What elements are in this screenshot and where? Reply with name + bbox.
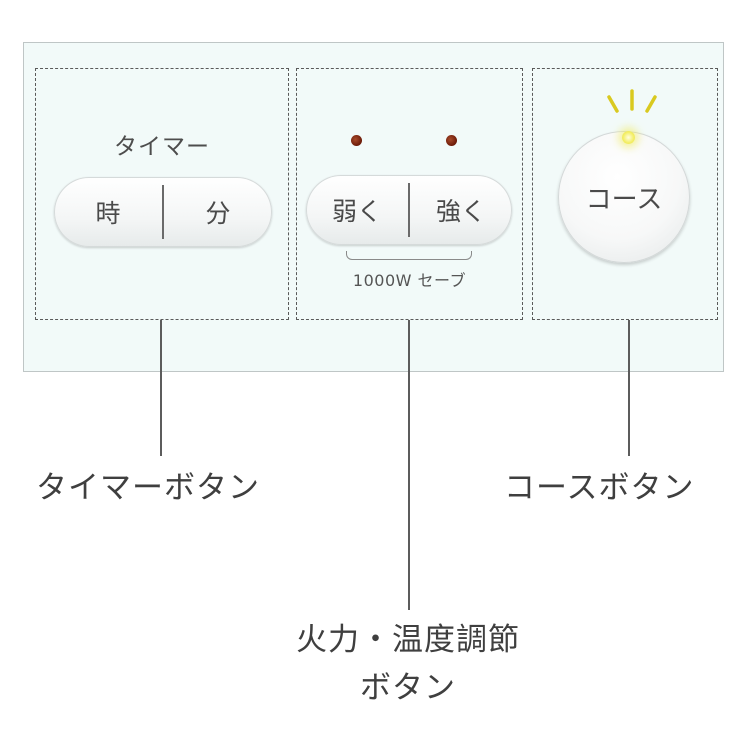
course-zone: コース (532, 68, 718, 320)
heat-divider (408, 183, 410, 237)
timer-divider (162, 185, 164, 239)
save-label: 1000W セーブ (352, 271, 467, 290)
course-button[interactable]: コース (558, 131, 690, 263)
heat-button-callout: 火力・温度調節 ボタン (268, 616, 548, 712)
heat-callout-line2: ボタン (360, 670, 456, 706)
heat-zone: 弱く 強く 1000W セーブ (296, 68, 523, 320)
course-leader-line (628, 320, 630, 456)
timer-zone: タイマー 時 分 (35, 68, 289, 320)
timer-minute-button[interactable]: 分 (205, 199, 231, 228)
light-rays-icon (607, 89, 657, 113)
course-indicator-led (622, 131, 635, 144)
save-bracket (346, 251, 472, 260)
timer-button-callout: タイマーボタン (36, 470, 260, 506)
heat-strong-button[interactable]: 強く (435, 197, 486, 226)
heat-callout-line1: 火力・温度調節 (296, 622, 520, 658)
heat-leader-line (408, 320, 410, 610)
timer-leader-line (160, 320, 162, 456)
heat-button[interactable]: 弱く 強く (306, 175, 512, 245)
timer-title: タイマー (114, 134, 210, 160)
control-panel: タイマー 時 分 弱く 強く 1000W セーブ コース (23, 42, 724, 372)
weak-indicator-led (351, 135, 362, 146)
timer-hour-button[interactable]: 時 (95, 199, 121, 228)
course-button-callout: コースボタン (504, 470, 695, 506)
heat-weak-button[interactable]: 弱く (331, 197, 382, 226)
timer-button[interactable]: 時 分 (54, 177, 272, 247)
strong-indicator-led (446, 135, 457, 146)
